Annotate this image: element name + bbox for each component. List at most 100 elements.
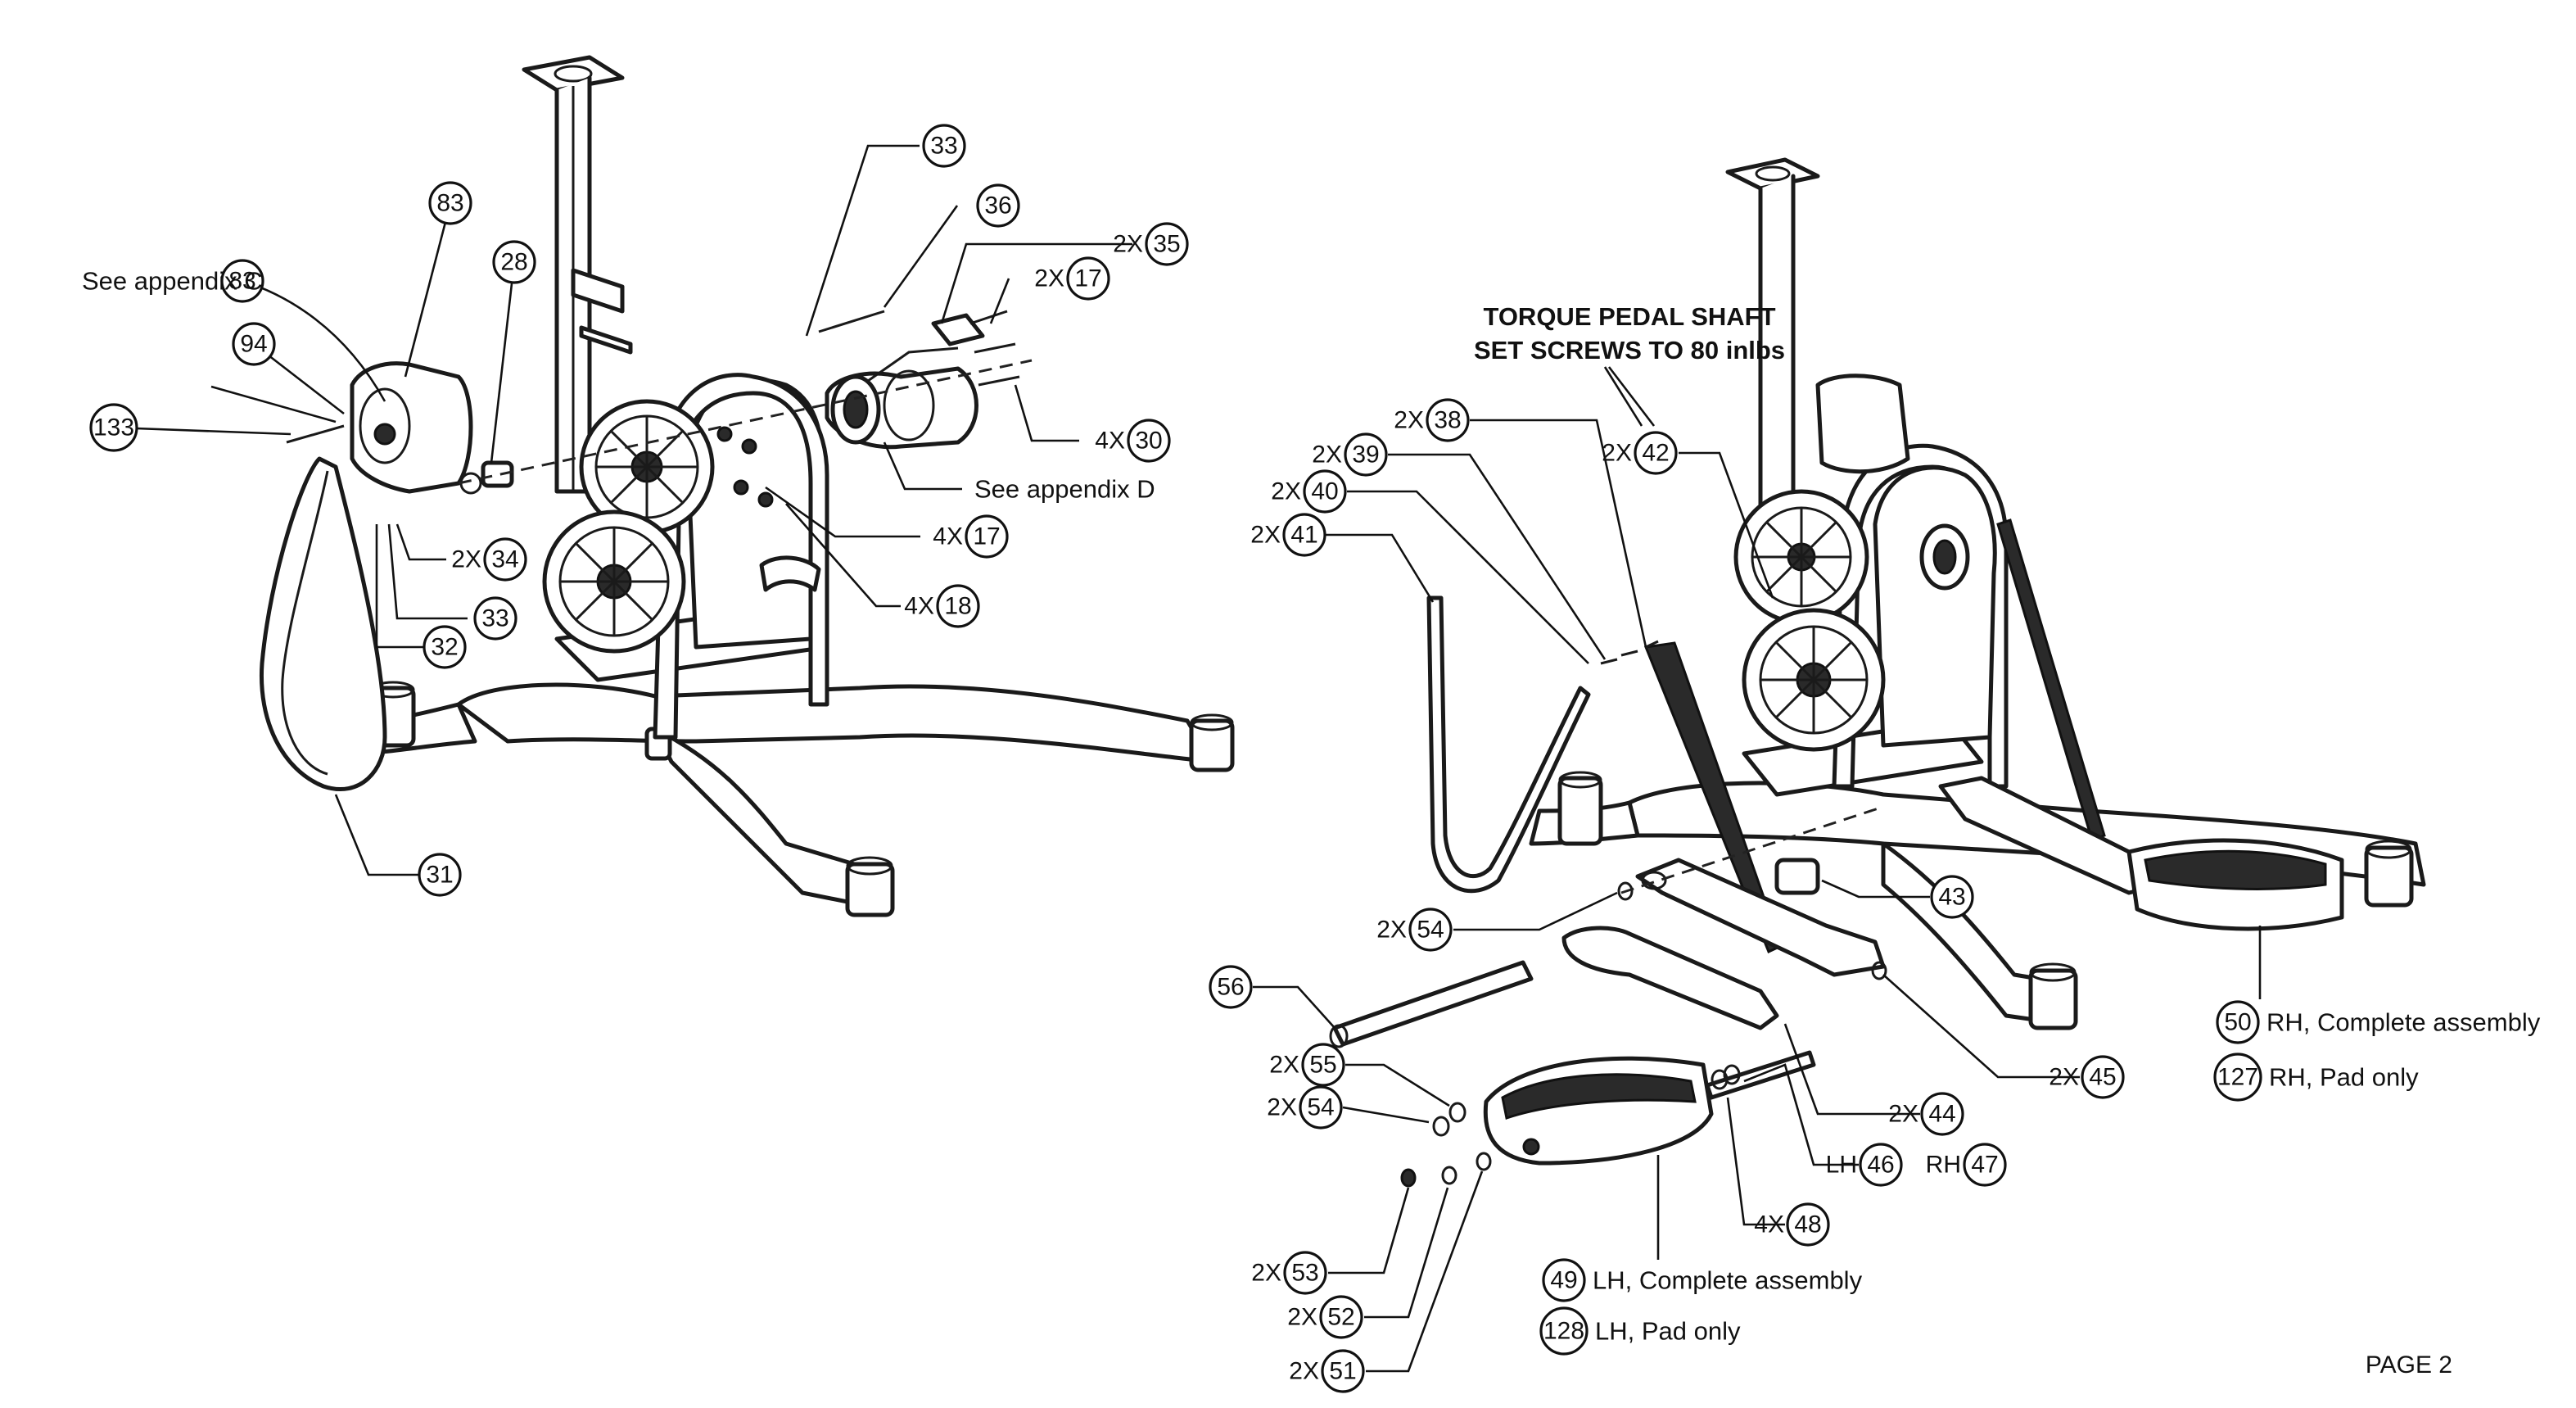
- callout-qty: 4X: [904, 593, 934, 620]
- callout-number: 83: [228, 268, 255, 295]
- callout-number: 54: [1307, 1094, 1334, 1121]
- callout-circle: [1127, 419, 1171, 463]
- callout-number: 127: [2217, 1064, 2258, 1091]
- callout-circle: [428, 181, 472, 225]
- callout-qty: RH: [1926, 1152, 1961, 1179]
- callout-50: 50 RH, Complete assembly: [2216, 1000, 2541, 1044]
- callout-qty: 2X: [1287, 1304, 1317, 1331]
- callout-circle: [1209, 965, 1253, 1009]
- callout-description: LH, Complete assembly: [1593, 1266, 1863, 1295]
- callout-circle: [965, 514, 1009, 559]
- callout-qty: 2X: [1312, 441, 1342, 469]
- callout-circle: [1930, 875, 1974, 919]
- callout-circle: [2081, 1055, 2125, 1099]
- callout-127: 127 RH, Pad only: [2213, 1053, 2419, 1102]
- callout-circle: [1145, 222, 1189, 266]
- callout-circle: [1283, 1251, 1327, 1295]
- right-assembly-drawing: [1329, 157, 2426, 1188]
- callout-circle: [1920, 1092, 1964, 1136]
- page-number: PAGE 2: [2366, 1351, 2452, 1379]
- callout-number: 35: [1153, 231, 1180, 258]
- callout-47: RH 47: [1926, 1143, 2007, 1187]
- callout-45: 2X 45: [2049, 1055, 2125, 1099]
- callout-circle: [1542, 1258, 1586, 1302]
- callout-number: 51: [1329, 1358, 1356, 1385]
- callout-circle: [483, 537, 527, 582]
- callout-circle: [492, 240, 536, 284]
- callout-qty: LH: [1826, 1152, 1857, 1179]
- callout-qty: 2X: [1289, 1358, 1319, 1385]
- callout-circle: [976, 183, 1020, 228]
- callout-circle: [922, 124, 966, 168]
- callout-number: 83: [436, 190, 463, 217]
- callout-description: RH, Pad only: [2269, 1063, 2419, 1092]
- callout-40: 2X 40: [1271, 469, 1347, 514]
- callout-circle: [1303, 469, 1347, 514]
- callout-circle: [1066, 256, 1110, 301]
- callout-number: 50: [2224, 1009, 2251, 1036]
- callout-circle: [2216, 1000, 2260, 1044]
- callout-number: 18: [944, 593, 971, 620]
- callout-qty: 2X: [1394, 407, 1424, 434]
- callout-number: 56: [1217, 974, 1244, 1001]
- callout-46: LH 46: [1826, 1143, 1903, 1187]
- callout-number: 54: [1417, 917, 1444, 944]
- callout-18: 4X 18: [904, 584, 980, 628]
- callout-38: 2X 38: [1394, 398, 1470, 442]
- callout-number: 47: [1971, 1152, 1998, 1179]
- callout-qty: 4X: [1754, 1211, 1784, 1238]
- callout-circle: [1634, 431, 1678, 475]
- callout-circle: [936, 584, 980, 628]
- callout-56: 56: [1209, 965, 1253, 1009]
- callout-number: 30: [1135, 428, 1162, 455]
- callout-32: 32: [423, 625, 467, 669]
- callout-circle: [1301, 1043, 1345, 1087]
- callout-number: 40: [1311, 478, 1338, 505]
- callout-description: RH, Complete assembly: [2266, 1008, 2541, 1037]
- callout-qty: 4X: [1095, 428, 1125, 455]
- callout-number: 38: [1434, 407, 1461, 434]
- callout-number: 28: [500, 249, 527, 276]
- callout-36: 36: [976, 183, 1020, 228]
- callout-133: 133: [89, 403, 138, 452]
- callout-number: 43: [1938, 884, 1965, 911]
- callout-number: 94: [240, 331, 267, 358]
- callout-circle: [1321, 1349, 1365, 1393]
- callout-number: 46: [1867, 1152, 1894, 1179]
- callout-number: 36: [984, 192, 1011, 220]
- callout-28: 28: [492, 240, 536, 284]
- callout-circle: [1282, 513, 1326, 557]
- callout-number: 33: [930, 133, 957, 160]
- callout-circle: [232, 322, 276, 366]
- callout-circle: [1319, 1295, 1363, 1339]
- callout-qty: 2X: [2049, 1064, 2079, 1091]
- callout-number: 45: [2089, 1064, 2116, 1091]
- callout-qty: 2X: [1034, 265, 1064, 292]
- callout-qty: 4X: [933, 523, 963, 550]
- callout-83a: 83: [428, 181, 472, 225]
- callout-number: 33: [481, 605, 508, 632]
- callout-number: 42: [1642, 440, 1669, 467]
- left-assembly-drawing: [259, 55, 1235, 917]
- note-see-appendix-c: See appendix C: [82, 267, 263, 296]
- callout-number: 34: [491, 546, 518, 573]
- callout-number: 31: [426, 862, 453, 889]
- callout-number: 41: [1290, 522, 1317, 549]
- callout-qty: 2X: [1271, 478, 1301, 505]
- callout-number: 44: [1928, 1101, 1955, 1128]
- callout-circle: [1426, 398, 1470, 442]
- callout-circle: [2213, 1053, 2262, 1102]
- note-torque-line-1: TORQUE PEDAL SHAFT: [1483, 302, 1775, 331]
